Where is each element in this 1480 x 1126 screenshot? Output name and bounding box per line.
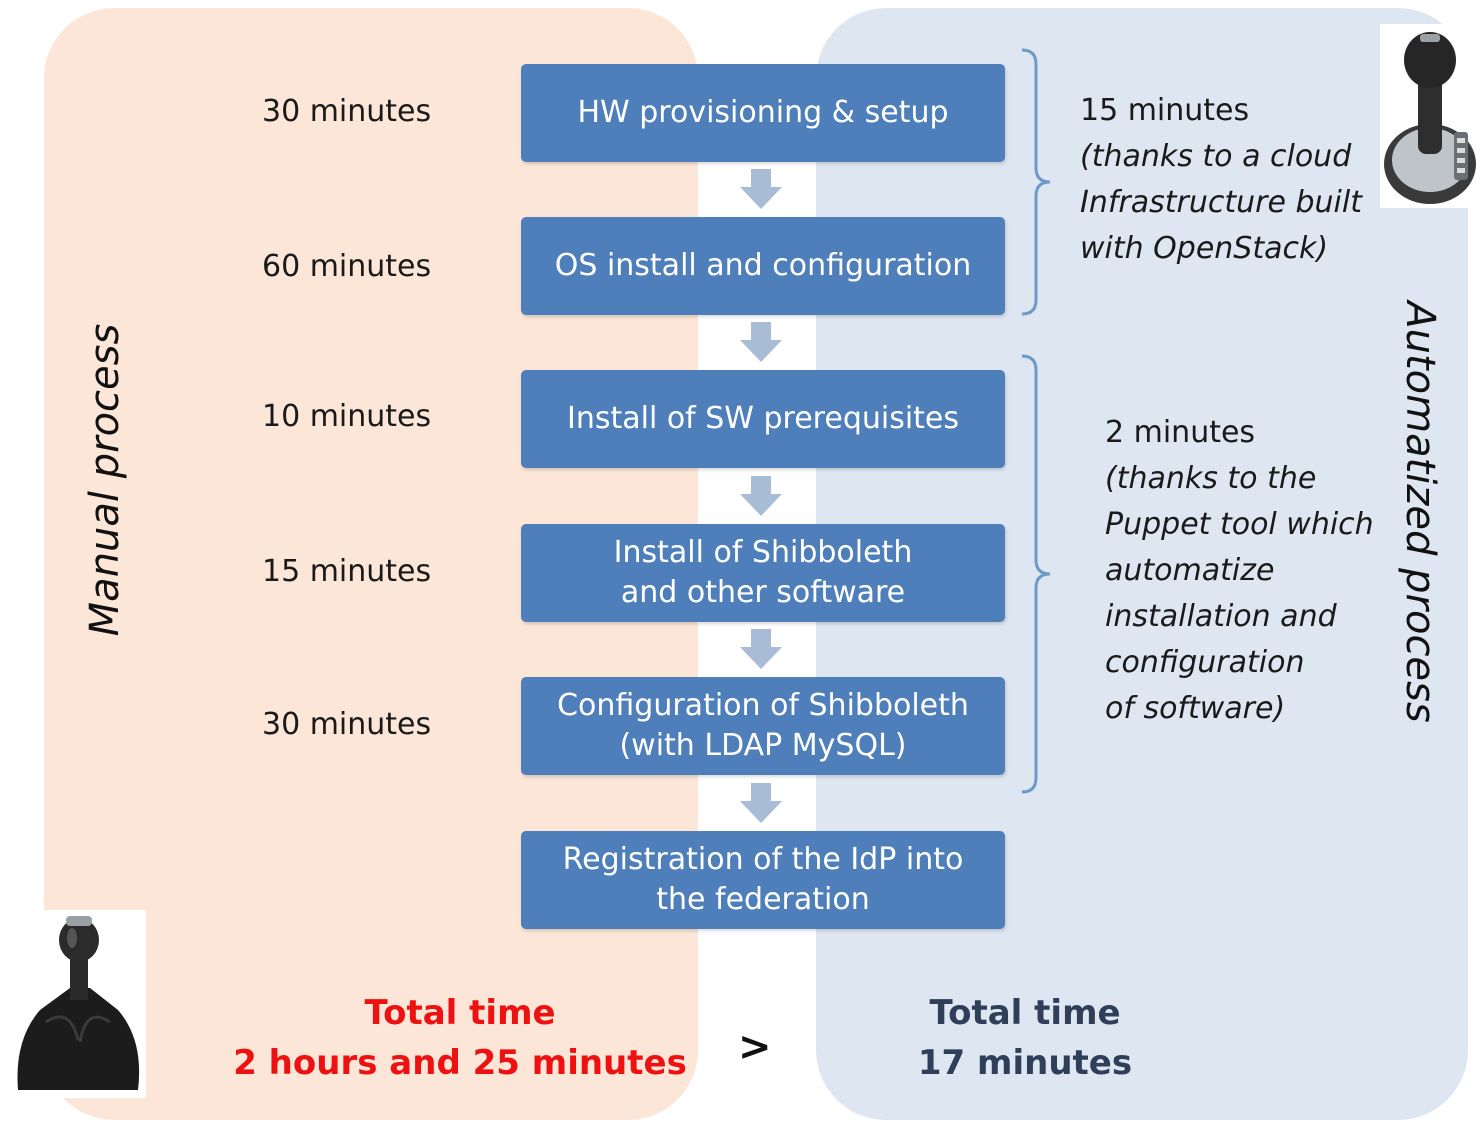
automated-total-title: Total time <box>929 993 1121 1033</box>
step-box-os-install: OS install and configuration <box>521 217 1005 315</box>
down-arrow-icon <box>740 629 782 669</box>
automatic-gear-shifter-icon <box>1380 24 1480 208</box>
step-box-hw-provisioning: HW provisioning & setup <box>521 64 1005 162</box>
step-box-idp-registration: Registration of the IdP into the federat… <box>521 831 1005 929</box>
step-box-sw-prerequisites: Install of SW prerequisites <box>521 370 1005 468</box>
automation-note-cloud: 15 minutes (thanks to a cloud Infrastruc… <box>1080 88 1362 272</box>
step-time-3: 10 minutes <box>262 399 432 434</box>
step-box-shibboleth-install: Install of Shibboleth and other software <box>521 524 1005 622</box>
automation-note-time: 2 minutes <box>1105 415 1256 450</box>
step-label: Registration of the IdP into the federat… <box>562 842 964 917</box>
automation-note-puppet: 2 minutes (thanks to the Puppet tool whi… <box>1105 410 1374 732</box>
down-arrow-icon <box>740 169 782 209</box>
manual-gear-shifter-icon <box>10 910 146 1098</box>
manual-process-label: Manual process <box>82 323 128 637</box>
step-label: HW provisioning & setup <box>577 95 949 130</box>
automated-total: Total time 17 minutes <box>860 988 1190 1088</box>
step-label: OS install and configuration <box>554 248 972 283</box>
down-arrow-icon <box>740 476 782 516</box>
step-label: Install of Shibboleth and other software <box>613 535 913 610</box>
down-arrow-icon <box>740 783 782 823</box>
step-label: Install of SW prerequisites <box>566 401 960 436</box>
step-label: Configuration of Shibboleth (with LDAP M… <box>557 688 969 763</box>
comparison-symbol: > <box>738 1024 772 1070</box>
automated-total-value: 17 minutes <box>917 1043 1133 1083</box>
step-time-4: 15 minutes <box>262 554 432 589</box>
step-time-2: 60 minutes <box>262 249 432 284</box>
manual-total-title: Total time <box>364 993 556 1033</box>
step-box-shibboleth-config: Configuration of Shibboleth (with LDAP M… <box>521 677 1005 775</box>
manual-total-value: 2 hours and 25 minutes <box>233 1043 687 1083</box>
manual-total: Total time 2 hours and 25 minutes <box>230 988 690 1088</box>
step-time-5: 30 minutes <box>262 707 432 742</box>
automation-note-detail: (thanks to a cloud Infrastructure built … <box>1080 139 1362 266</box>
down-arrow-icon <box>740 322 782 362</box>
automation-note-time: 15 minutes <box>1080 93 1250 128</box>
automation-note-detail: (thanks to the Puppet tool which automat… <box>1105 461 1374 726</box>
step-time-1: 30 minutes <box>262 94 432 129</box>
bracket-puppet-steps <box>1021 354 1051 794</box>
automated-process-label: Automatized process <box>1397 301 1443 723</box>
bracket-cloud-steps <box>1021 48 1051 316</box>
